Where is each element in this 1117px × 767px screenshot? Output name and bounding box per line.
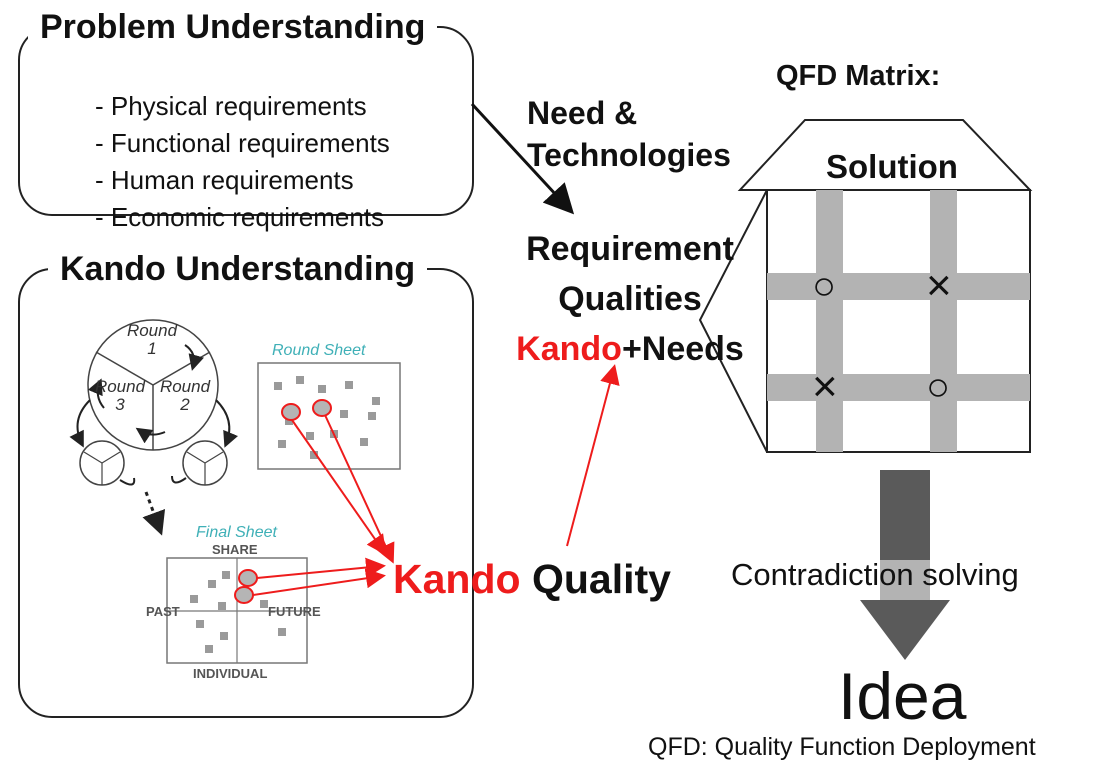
- qfd-matrix-icon: [698, 119, 1033, 453]
- round-2-label: Round 2: [159, 377, 211, 414]
- final-sheet-label: Final Sheet: [196, 524, 277, 541]
- kando-needs-label: Kando+Needs: [516, 330, 744, 368]
- requirements-list: - Physical requirements - Functional req…: [95, 88, 390, 236]
- flow-arrow-left-icon: [69, 399, 91, 448]
- round-circle-icon: [87, 319, 219, 451]
- requirement-item: - Human requirements: [95, 165, 354, 195]
- axis-individual-label: INDIVIDUAL: [193, 666, 268, 681]
- round-sheet-icon: [257, 362, 401, 470]
- round-3-label: Round 3: [94, 377, 146, 414]
- qfd-mark-cross-2: ×: [812, 362, 838, 411]
- requirement-qualities-label: Requirement Qualities Kando+Needs: [470, 224, 790, 374]
- red-arrow-3: [256, 557, 386, 579]
- qfd-mark-circle-2: ○: [926, 365, 951, 409]
- need-technologies-label: Need & Technologies: [527, 95, 731, 173]
- requirement-item: - Physical requirements: [95, 91, 367, 121]
- down-arrow-icon: [860, 470, 950, 660]
- qfd-matrix-label: QFD Matrix:: [776, 60, 941, 92]
- flow-arrow-bottom-left-icon: [119, 477, 136, 486]
- axis-share-label: SHARE: [212, 542, 258, 557]
- red-arrow-4: [252, 568, 386, 596]
- dotted-arrow-icon: [142, 491, 166, 536]
- flow-arrow-bottom-right-icon: [171, 475, 187, 484]
- kando-quality-label: Kando Quality: [393, 556, 671, 602]
- round-1-label: Round 1: [126, 321, 178, 358]
- axis-past-label: PAST: [146, 604, 180, 619]
- qfd-mark-cross-1: ×: [926, 261, 952, 310]
- qfd-mark-circle-1: ○: [812, 264, 837, 308]
- flow-arrow-right-icon: [215, 399, 238, 448]
- small-round-right-icon: [182, 440, 228, 486]
- requirement-item: - Functional requirements: [95, 128, 390, 158]
- axis-future-label: FUTURE: [268, 604, 321, 619]
- need-technologies-arrow: [470, 102, 575, 215]
- solution-label: Solution: [826, 148, 958, 185]
- final-sheet-icon: [166, 557, 308, 664]
- qfd-footnote: QFD: Quality Function Deployment: [648, 733, 1036, 761]
- small-round-left-icon: [79, 440, 125, 486]
- red-arrow-1: [291, 419, 387, 556]
- problem-understanding-title: Problem Understanding: [28, 8, 438, 47]
- round-sheet-label: Round Sheet: [272, 342, 366, 359]
- idea-label: Idea: [838, 659, 967, 733]
- requirement-item: - Economic requirements: [95, 202, 384, 232]
- contradiction-solving-label: Contradiction solving: [731, 557, 1019, 592]
- kando-understanding-title: Kando Understanding: [48, 250, 428, 289]
- red-arrow-up: [566, 364, 620, 547]
- problem-understanding-box: - Physical requirements - Functional req…: [18, 26, 474, 232]
- red-arrow-2: [324, 414, 395, 564]
